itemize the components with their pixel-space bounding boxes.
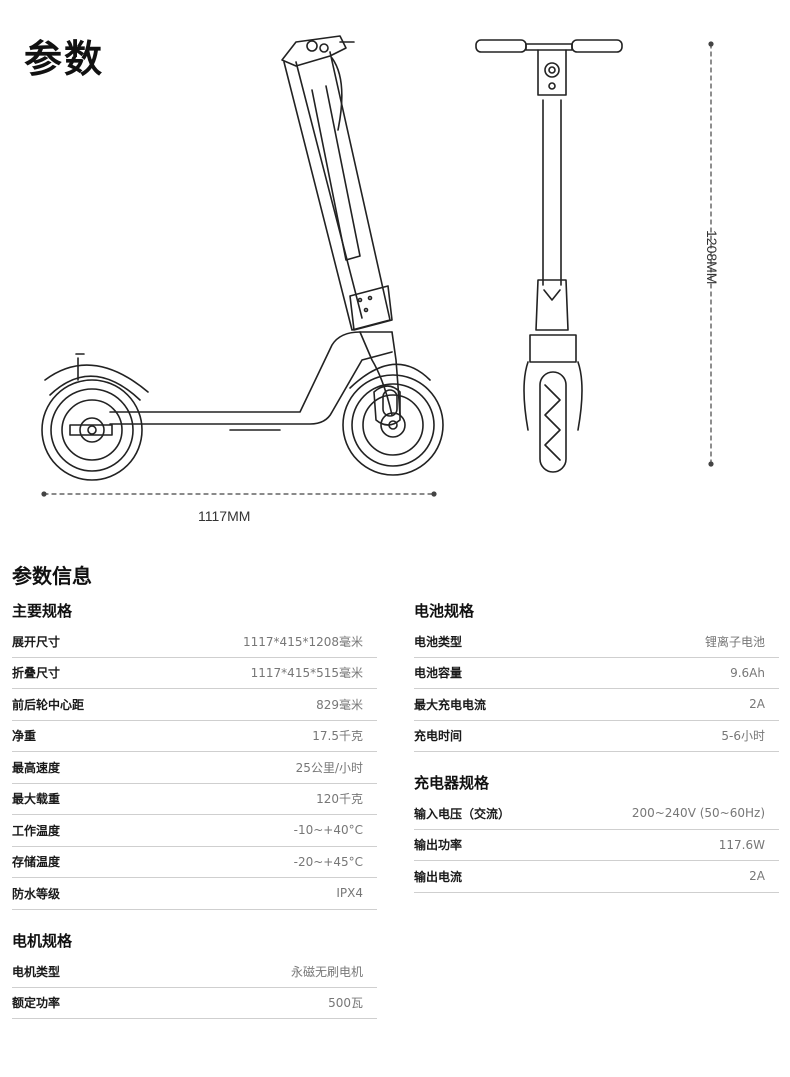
spec-value: 5-6小时 xyxy=(721,729,765,744)
spec-label: 最大充电电流 xyxy=(414,697,487,712)
spec-value: -10~+40°C xyxy=(293,823,363,838)
spec-label: 净重 xyxy=(12,729,37,744)
spec-row: 防水等级 IPX4 xyxy=(12,878,377,910)
spec-row: 输出电流 2A xyxy=(414,861,779,893)
spec-row: 电池容量 9.6Ah xyxy=(414,658,779,689)
main-specs-section: 主要规格 展开尺寸 1117*415*1208毫米 折叠尺寸 1117*415*51… xyxy=(12,596,377,910)
spec-label: 额定功率 xyxy=(12,996,61,1011)
spec-value: -20~+45°C xyxy=(293,854,363,869)
handlebar-side xyxy=(281,35,355,131)
spec-value: 9.6Ah xyxy=(730,665,765,680)
spec-row: 折叠尺寸 1117*415*515毫米 xyxy=(12,658,377,689)
spec-value: 1117*415*1208毫米 xyxy=(243,634,363,649)
spec-value: 锂离子电池 xyxy=(704,634,765,649)
spec-label: 输出电流 xyxy=(414,869,463,884)
spec-row: 展开尺寸 1117*415*1208毫米 xyxy=(12,626,377,658)
charger-specs-section: 充电器规格 输入电压（交流） 200~240V (50~60Hz) 输出功率 117… xyxy=(414,768,779,893)
rear-wheel xyxy=(41,353,149,481)
spec-value: 829毫米 xyxy=(316,697,363,712)
spec-value: 200~240V (50~60Hz) xyxy=(631,806,765,821)
spec-row: 净重 17.5千克 xyxy=(12,721,377,752)
spec-label: 防水等级 xyxy=(12,886,61,901)
spec-value: 120千克 xyxy=(316,792,363,807)
spec-row: 电机类型 永磁无刷电机 xyxy=(12,956,377,988)
spec-row: 输出功率 117.6W xyxy=(414,830,779,861)
stem xyxy=(283,51,393,331)
charger-specs-title: 充电器规格 xyxy=(414,774,490,792)
spec-label: 工作温度 xyxy=(12,823,61,838)
spec-label: 电池类型 xyxy=(414,634,463,649)
spec-row: 最高速度 25公里/小时 xyxy=(12,752,377,784)
spec-row: 前后轮中心距 829毫米 xyxy=(12,689,377,721)
battery-specs-title: 电池规格 xyxy=(414,602,475,620)
length-dimension-label: 1117MM xyxy=(198,508,251,524)
spec-row: 输入电压（交流） 200~240V (50~60Hz) xyxy=(414,798,779,830)
spec-label: 输入电压（交流） xyxy=(414,806,511,821)
spec-label: 最大载重 xyxy=(12,792,61,807)
spec-label: 折叠尺寸 xyxy=(12,666,61,681)
motor-specs-title: 电机规格 xyxy=(12,932,73,950)
spec-row: 充电时间 5-6小时 xyxy=(414,721,779,752)
deck xyxy=(109,331,393,431)
spec-row: 最大充电电流 2A xyxy=(414,689,779,721)
spec-row: 额定功率 500瓦 xyxy=(12,988,377,1019)
spec-row: 存储温度 -20~+45°C xyxy=(12,847,377,878)
battery-specs-section: 电池规格 电池类型 锂离子电池 电池容量 9.6Ah 最大充电电流 2A 充电时间 5-… xyxy=(414,596,779,752)
spec-label: 输出功率 xyxy=(414,838,463,853)
spec-value: 永磁无刷电机 xyxy=(290,964,363,979)
spec-label: 电池容量 xyxy=(414,666,463,681)
spec-row: 最大载重 120千克 xyxy=(12,784,377,815)
spec-value: IPX4 xyxy=(336,886,363,901)
spec-value: 1117*415*515毫米 xyxy=(250,666,363,681)
spec-label: 展开尺寸 xyxy=(12,634,61,649)
spec-label: 充电时间 xyxy=(414,729,463,744)
dimension-lines xyxy=(41,41,714,497)
spec-row: 电池类型 锂离子电池 xyxy=(414,626,779,658)
spec-row: 工作温度 -10~+40°C xyxy=(12,815,377,847)
spec-value: 2A xyxy=(749,869,765,884)
spec-value: 117.6W xyxy=(718,837,765,852)
scooter-drawing xyxy=(41,35,714,497)
spec-value: 25公里/小时 xyxy=(295,760,363,775)
spec-label: 前后轮中心距 xyxy=(12,697,85,712)
spec-value: 2A xyxy=(749,697,765,712)
front-view xyxy=(475,39,623,473)
height-dimension-label: 1208MM xyxy=(704,230,720,285)
spec-value: 17.5千克 xyxy=(312,729,363,744)
front-fork xyxy=(349,331,431,426)
spec-label: 存储温度 xyxy=(12,855,61,870)
main-specs-title: 主要规格 xyxy=(12,602,73,620)
front-wheel xyxy=(342,374,444,476)
spec-value: 500瓦 xyxy=(328,996,363,1011)
motor-specs-section: 电机规格 电机类型 永磁无刷电机 额定功率 500瓦 xyxy=(12,926,377,1019)
page-title: 参数 xyxy=(24,37,105,81)
spec-label: 电机类型 xyxy=(12,964,61,979)
info-title: 参数信息 xyxy=(12,564,92,588)
scooter-line-art xyxy=(41,35,714,497)
spec-label: 最高速度 xyxy=(12,760,61,775)
